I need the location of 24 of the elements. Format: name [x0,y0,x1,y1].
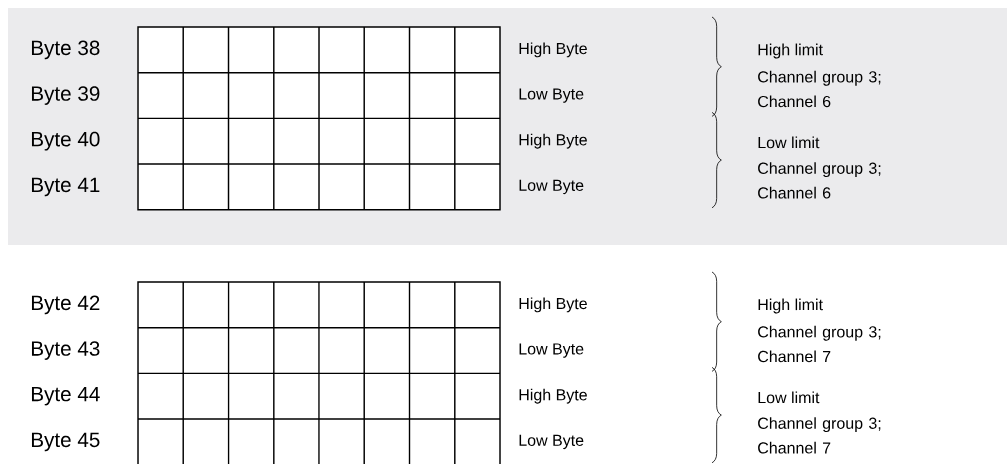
byte-label: Byte 43 [32,341,100,360]
limit-label: High limit [758,43,823,59]
byte-label: High Byte [519,388,587,404]
byte-label: Byte 42 [32,295,100,315]
byte-label: Byte 41 [32,177,100,197]
channel-note: Channel group 3; Channel 7 [758,417,881,454]
limit-label: Low limit [758,136,820,149]
byte-label: Byte 40 [32,131,100,151]
byte-label: Low Byte [519,88,584,103]
byte-label: Low Byte [519,343,584,358]
limit-label: Low limit [758,391,820,404]
byte-label: High Byte [519,42,587,58]
byte-label: Low Byte [519,434,584,450]
byte-label: High Byte [519,297,587,313]
byte-label: Byte 44 [32,386,100,406]
channel-note: Channel group 3; Channel 7 [758,325,881,363]
channel-note: Channel group 3; Channel 6 [758,70,881,108]
byte-label: Byte 39 [32,86,100,105]
limit-label: High limit [758,298,823,314]
byte-label: Low Byte [519,179,584,195]
byte-label: Byte 38 [32,40,100,60]
channel-note: Channel group 3; Channel 6 [758,162,881,199]
byte-label: High Byte [519,133,587,149]
byte-label: Byte 45 [32,432,100,452]
